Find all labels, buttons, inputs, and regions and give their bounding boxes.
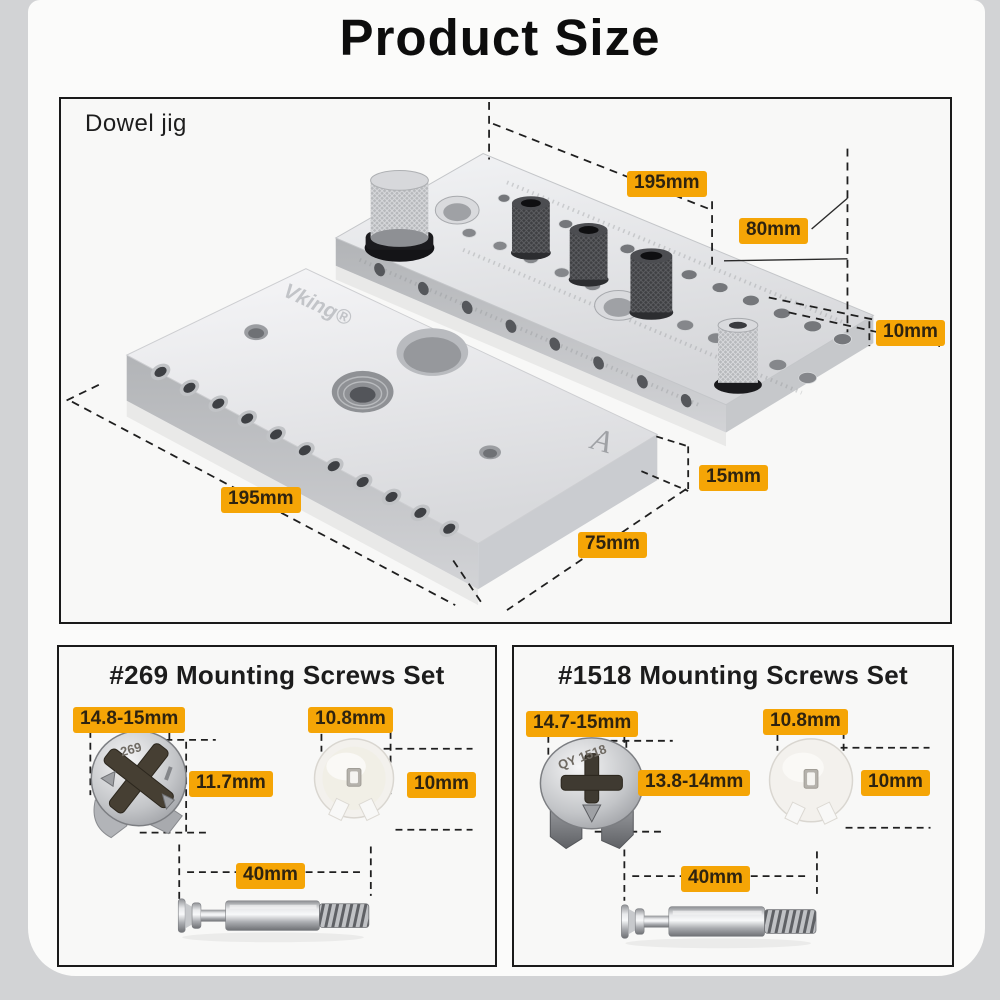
dim-top-thickness: 10mm	[876, 320, 945, 346]
dim-base-length: 195mm	[221, 487, 301, 513]
jig-knob-gray	[364, 169, 435, 262]
dim-top-length: 195mm	[627, 171, 707, 197]
screw-set-1518-section: #1518 Mounting Screws Set QY 151	[512, 645, 954, 967]
base-threaded-hole	[331, 370, 394, 413]
dim-washer-height: 10mm	[407, 772, 476, 798]
page-title: Product Size	[339, 9, 661, 66]
screw-set-title: #269 Mounting Screws Set	[109, 660, 445, 690]
jig-bottom-plate: A Vking®	[125, 268, 659, 606]
dim-cam-diameter: 14.7-15mm	[526, 711, 639, 737]
dowel-jig-illustration: A Vking®	[65, 101, 941, 611]
jig-top-plate	[334, 153, 875, 447]
bolt-illustration	[621, 904, 817, 949]
jig-knob-silver	[714, 317, 762, 394]
screw-set-1518-illustration: QY 1518	[539, 731, 931, 949]
cam-engraving: 269	[119, 739, 144, 759]
dim-bolt-length: 40mm	[681, 866, 750, 892]
dim-washer-height: 10mm	[861, 770, 930, 796]
base-edge-holes	[150, 363, 460, 538]
dim-washer-diameter: 10.8mm	[763, 709, 848, 735]
dim-base-thickness: 15mm	[699, 465, 768, 491]
dowel-jig-section: Dowel jig	[59, 97, 952, 624]
dim-top-width: 80mm	[739, 218, 808, 244]
washer-illustration	[768, 738, 854, 825]
jig-front-holes	[374, 263, 692, 408]
cam-lock-illustration: QY 1518	[539, 737, 644, 850]
dim-cam-height: 11.7mm	[189, 771, 273, 797]
screw-set-269-illustration: 269	[89, 730, 473, 943]
screw-set-title: #1518 Mounting Screws Set	[558, 660, 908, 690]
dim-base-width: 75mm	[578, 532, 647, 558]
jig-bushing-dark	[510, 196, 551, 260]
dimension-lines	[89, 730, 473, 899]
dim-washer-diameter: 10.8mm	[308, 707, 393, 733]
screw-set-269-section: #269 Mounting Screws Set 269	[57, 645, 497, 967]
dim-cam-diameter: 14.8-15mm	[73, 707, 186, 733]
jig-bushing-dark	[629, 248, 674, 320]
jig-bushing-dark	[568, 223, 609, 287]
washer-illustration	[313, 738, 395, 822]
dowel-jig-caption: Dowel jig	[85, 110, 187, 137]
dim-cam-height: 13.8-14mm	[638, 770, 751, 796]
bolt-illustration	[177, 898, 370, 943]
dim-bolt-length: 40mm	[236, 863, 305, 889]
cam-lock-illustration: 269	[90, 730, 187, 839]
